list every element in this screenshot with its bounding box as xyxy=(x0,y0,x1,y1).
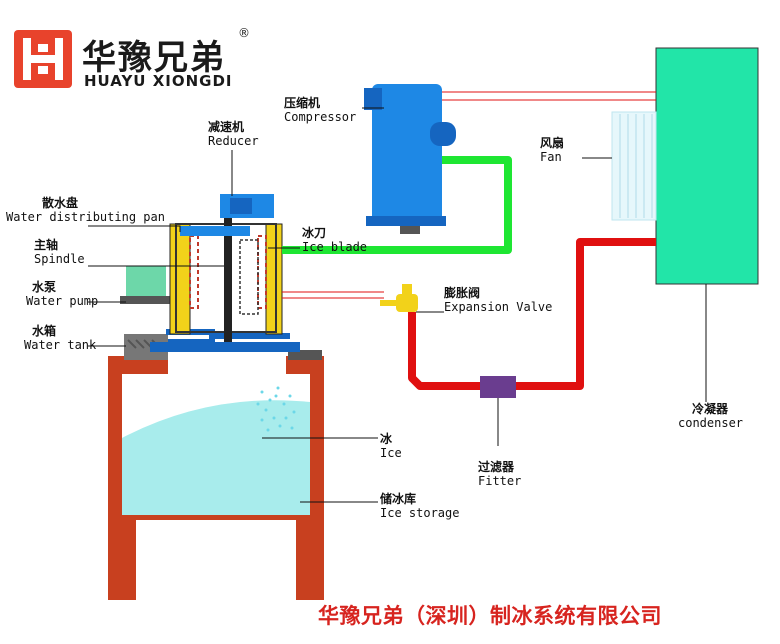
logo-mark-icon xyxy=(23,38,63,80)
filter-shape xyxy=(480,376,516,398)
company-name: 华豫兄弟（深圳）制冰系统有限公司 xyxy=(318,604,662,628)
water-pump-shape xyxy=(126,266,166,300)
brand-name-cn: 华豫兄弟 xyxy=(82,38,226,78)
water-pump-base xyxy=(120,296,172,304)
registered-mark: ® xyxy=(238,26,250,40)
logo-box xyxy=(14,30,72,88)
green-suction-pipe xyxy=(282,156,512,254)
label-fan: 风扇 Fan xyxy=(540,136,565,164)
refrigerant-line-hot xyxy=(442,91,656,101)
label-ice-blade: 冰刀 Ice blade xyxy=(302,226,368,254)
ice-storage-frame xyxy=(108,350,324,600)
refrigerant-line-liquid xyxy=(282,291,384,299)
label-water-tank: 水箱 Water tank xyxy=(24,324,97,352)
evaporator-body xyxy=(169,223,283,335)
label-water-distributing-pan: 散水盘 Water distributing pan xyxy=(6,196,165,224)
water-distributing-pan-shape xyxy=(180,226,250,236)
blue-base-plate xyxy=(150,342,300,352)
compressor-shape xyxy=(364,84,456,234)
expansion-valve-shape xyxy=(380,284,418,312)
brand-logo: 华豫兄弟 ® HUAYU XIONGDI xyxy=(14,26,254,90)
water-tank-hatch xyxy=(127,339,161,349)
condenser-shape xyxy=(611,47,759,285)
label-ice: 冰 Ice xyxy=(380,432,402,460)
spindle-shape xyxy=(224,214,232,342)
label-reducer: 减速机 Reducer xyxy=(208,120,259,148)
label-water-pump: 水泵 Water pump xyxy=(26,280,99,308)
label-condenser: 冷凝器 condenser xyxy=(678,402,744,430)
label-filter: 过滤器 Fitter xyxy=(478,460,522,488)
label-ice-storage: 储冰库 Ice storage xyxy=(380,492,460,520)
ice-particles xyxy=(256,386,296,432)
reducer-motor xyxy=(230,198,252,214)
label-expansion-valve: 膨胀阀 Expansion Valve xyxy=(444,286,553,314)
brand-name-en: HUAYU XIONGDI xyxy=(84,72,233,90)
label-spindle: 主轴 Spindle xyxy=(34,238,85,266)
red-liquid-pipe xyxy=(408,238,656,390)
label-compressor: 压缩机 Compressor xyxy=(284,96,357,124)
leader-lines xyxy=(88,107,707,503)
